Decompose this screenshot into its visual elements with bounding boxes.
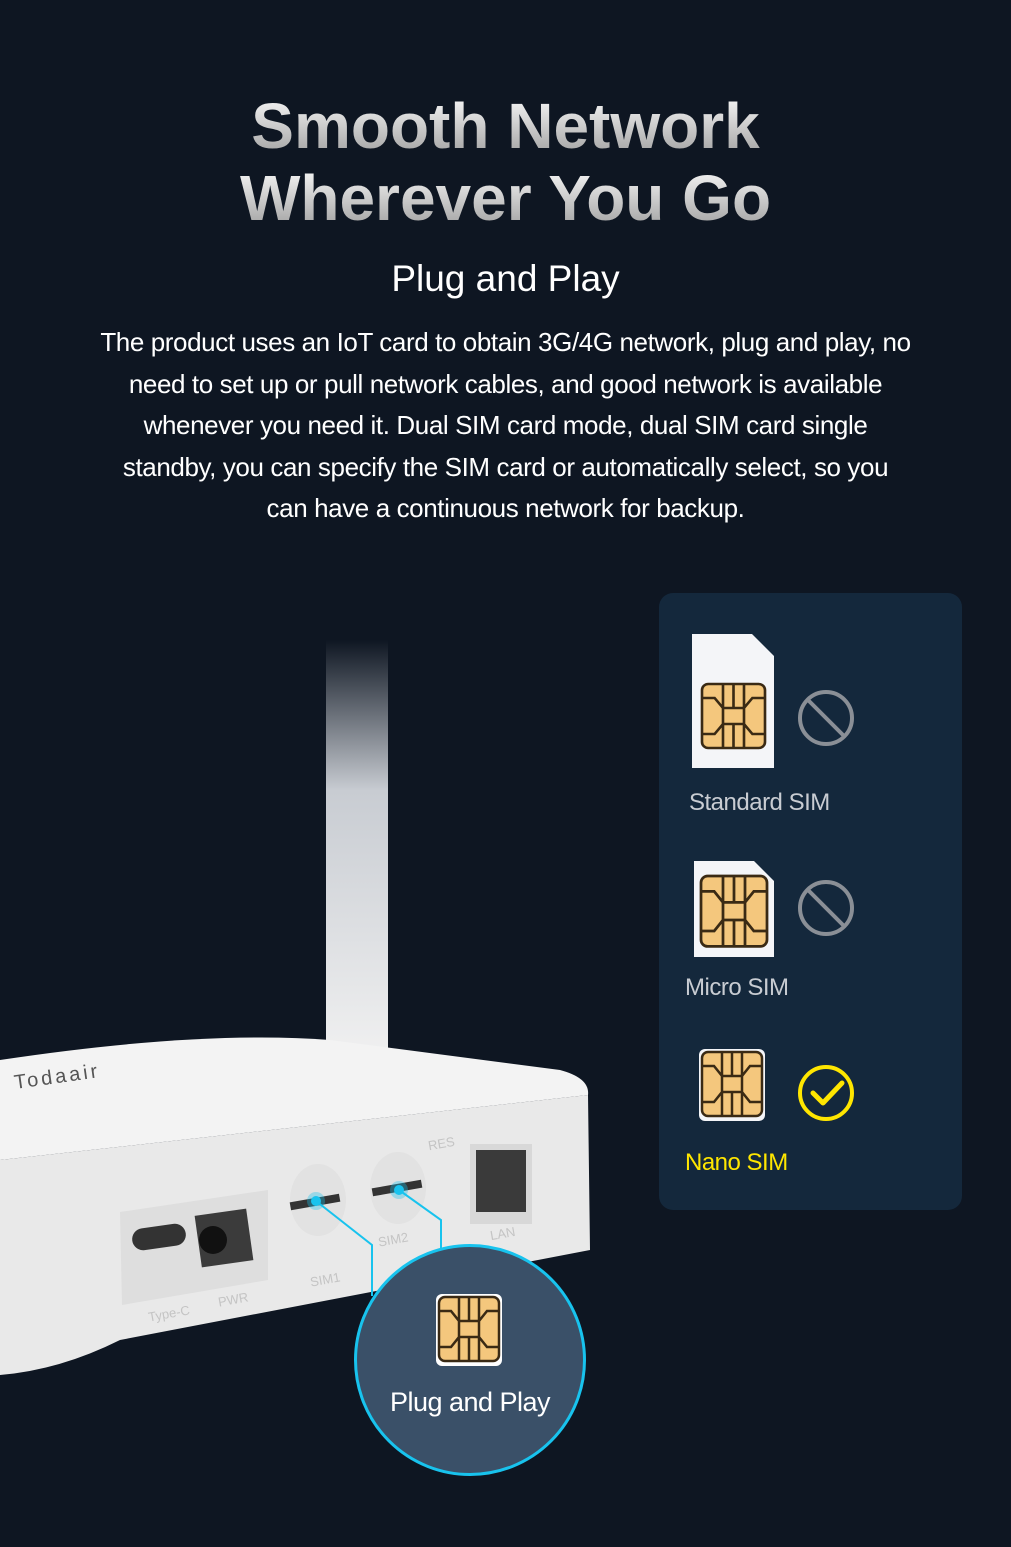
micro-sim-icon xyxy=(694,861,774,957)
headline-line-2: Wherever You Go xyxy=(0,162,1011,234)
antenna xyxy=(326,640,388,1070)
nano-sim-chip-icon xyxy=(436,1294,502,1366)
sim-label-nano: Nano SIM xyxy=(685,1149,788,1176)
plug-and-play-callout: Plug and Play xyxy=(354,1244,586,1476)
section-subtitle: Plug and Play xyxy=(391,258,620,299)
router-top xyxy=(0,1037,589,1160)
nano-sim-icon xyxy=(699,1049,765,1121)
router-illustration xyxy=(0,640,590,1375)
check-circle-icon xyxy=(798,1065,854,1121)
prohibited-icon xyxy=(798,880,854,936)
prohibited-icon xyxy=(798,690,854,746)
router-front xyxy=(0,1095,590,1375)
callout-label: Plug and Play xyxy=(389,1387,551,1417)
headline-line-1: Smooth Network xyxy=(0,90,1011,162)
standard-sim-icon xyxy=(692,634,774,768)
sim-compatibility-panel: Standard SIM Micro SIM Nano SIM xyxy=(659,593,962,1210)
description-text: The product uses an IoT card to obtain 3… xyxy=(100,327,911,523)
sim-slot-pointer-lines xyxy=(315,1189,442,1296)
sim-label-micro: Micro SIM xyxy=(685,974,789,1001)
sim-label-standard: Standard SIM xyxy=(689,789,830,816)
